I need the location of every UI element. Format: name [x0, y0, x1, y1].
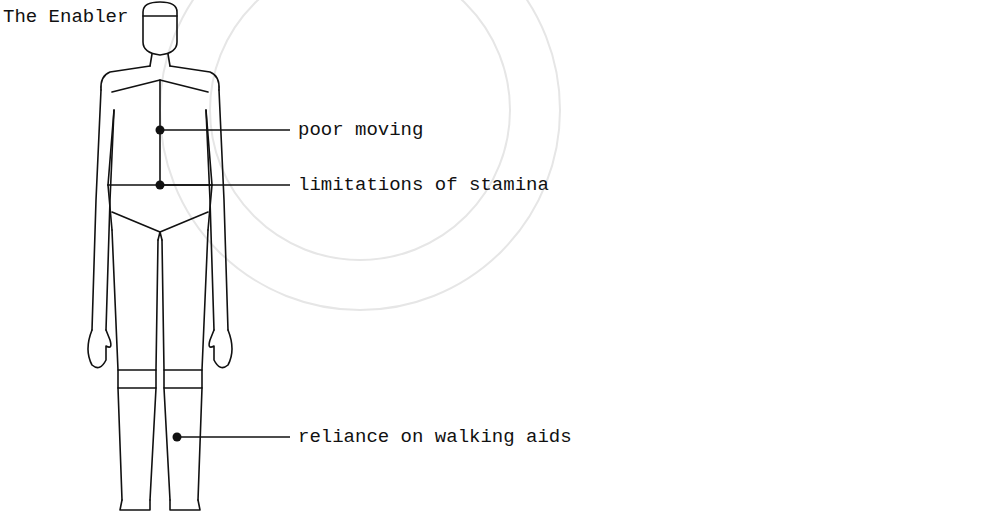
right-hand: [209, 330, 232, 368]
hips: [108, 185, 212, 230]
left-shin: [118, 388, 156, 500]
left-hand: [88, 330, 111, 368]
left-knee: [118, 370, 156, 388]
figure-title: The Enabler: [3, 8, 128, 27]
right-knee: [164, 370, 202, 388]
callout-label: poor moving: [298, 121, 423, 140]
figure-outline: [88, 2, 232, 510]
torso-sides: [108, 110, 212, 185]
leader-line: [160, 129, 290, 131]
neck: [150, 54, 170, 66]
head: [143, 2, 177, 55]
leader-line: [177, 436, 290, 438]
head-band: [143, 15, 177, 17]
right-thigh: [162, 230, 208, 370]
briefs-line: [112, 212, 208, 232]
leader-lines: [160, 130, 290, 437]
watermark-seal: [160, 0, 560, 310]
callout-dots: [156, 126, 182, 442]
leader-line: [160, 184, 290, 186]
callout-label: limitations of stamina: [298, 176, 549, 195]
callout-label: reliance on walking aids: [298, 428, 572, 447]
crotch: [158, 232, 162, 240]
callout-dot: [156, 181, 165, 190]
callout-dot: [173, 433, 182, 442]
callout-dot: [156, 126, 165, 135]
right-foot: [170, 500, 200, 510]
left-foot: [120, 500, 150, 510]
seal-ring: [160, 0, 560, 310]
right-shin: [164, 388, 202, 500]
left-thigh: [112, 230, 158, 370]
